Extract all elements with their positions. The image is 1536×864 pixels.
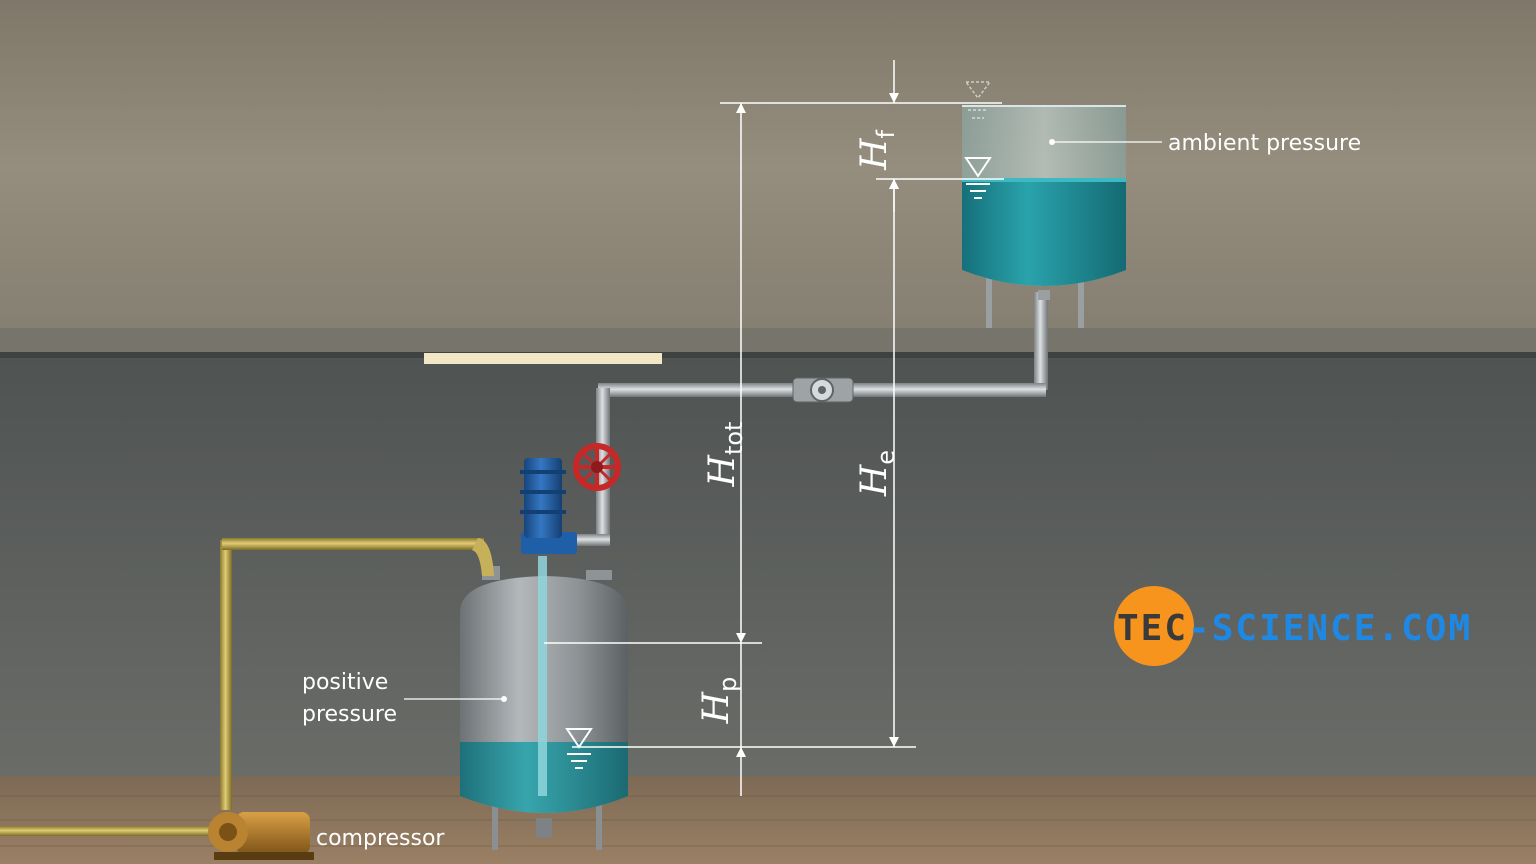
compressor-label: compressor	[316, 826, 445, 851]
riser-pipe	[538, 556, 547, 796]
upper-wall	[0, 0, 1536, 335]
water-level-marker-upper	[964, 157, 992, 199]
water-level-marker-upper-ghost	[964, 81, 992, 119]
symbol-h-f: Hf	[854, 130, 900, 171]
ledge-shadow	[0, 352, 1536, 360]
symbol-h-tot: Htot	[702, 422, 748, 488]
logo-text-com: .COM	[1377, 608, 1472, 649]
svg-text:Htot: Htot	[702, 422, 748, 488]
flow-meter	[792, 377, 854, 403]
upper-tank	[962, 105, 1126, 328]
water-level-marker-lower	[565, 728, 593, 769]
symbol-h-e: He	[854, 450, 900, 497]
ledge	[0, 328, 1536, 354]
agitator-motor	[520, 458, 577, 554]
tec-science-logo: TEC-SCIENCE.COM	[1114, 586, 1472, 666]
lower-wall	[0, 358, 1536, 778]
svg-text:He: He	[854, 450, 900, 497]
symbol-h-p: Hp	[696, 677, 742, 725]
svg-text:Hf: Hf	[854, 130, 900, 171]
leader-lines	[404, 141, 1162, 700]
positive-pressure-label-line2: pressure	[302, 702, 397, 727]
svg-text:TEC-SCIENCE.COM: TEC-SCIENCE.COM	[1117, 608, 1472, 649]
compressor-unit	[208, 812, 314, 860]
logo-text-dash: -	[1188, 608, 1212, 649]
logo-text-science: SCIENCE	[1212, 608, 1378, 649]
dimension-arrows	[736, 60, 899, 796]
logo-text-tec: TEC	[1117, 608, 1188, 649]
valve-handwheel	[573, 443, 621, 491]
logo-orange-circle	[1114, 586, 1194, 666]
positive-pressure-label-line1: positive	[302, 670, 388, 695]
air-pipe	[0, 538, 494, 836]
leader-dot-ambient	[1049, 139, 1055, 145]
ambient-pressure-label: ambient pressure	[1168, 131, 1361, 156]
leader-dot-positive	[501, 696, 507, 702]
ceiling-light	[424, 353, 662, 364]
svg-text:Hp: Hp	[696, 677, 742, 725]
